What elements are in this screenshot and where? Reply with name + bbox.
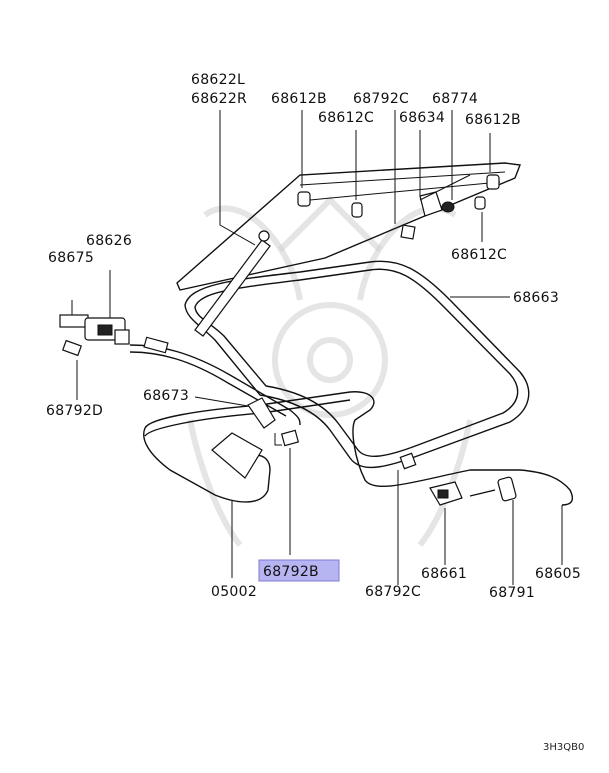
label-68634[interactable]: 68634 bbox=[399, 110, 445, 126]
rubber-stopper-68612B-right bbox=[486, 133, 500, 190]
bolt-68792C-bottom bbox=[397, 452, 417, 585]
label-68792B[interactable]: 68792B bbox=[263, 564, 319, 580]
diagram-reference-code: 3H3QB0 bbox=[543, 742, 584, 753]
opener-cable bbox=[129, 336, 301, 426]
trunk-lock-68661 bbox=[429, 481, 463, 565]
label-68605[interactable]: 68605 bbox=[535, 566, 581, 582]
cable-end-68791 bbox=[469, 476, 517, 585]
latch-striker-68634 bbox=[419, 130, 471, 217]
label-68626[interactable]: 68626 bbox=[86, 233, 132, 249]
label-68622L[interactable]: 68622L bbox=[191, 72, 245, 88]
label-68612B-top-right[interactable]: 68612B bbox=[465, 112, 521, 128]
highlight-box-68792B bbox=[258, 559, 340, 582]
label-68612C-top[interactable]: 68612C bbox=[318, 110, 374, 126]
label-68661[interactable]: 68661 bbox=[421, 566, 467, 582]
fuel-lid-05002 bbox=[211, 432, 263, 479]
rubber-stopper-68612B-left bbox=[297, 110, 311, 207]
part-labels: 68622L 68622R 68612B 68792C 68774 68612C… bbox=[46, 72, 581, 601]
watermark-emblem bbox=[187, 195, 473, 547]
label-68612C-right[interactable]: 68612C bbox=[451, 247, 507, 263]
lock-assembly-68626 bbox=[59, 270, 130, 345]
label-68675[interactable]: 68675 bbox=[48, 250, 94, 266]
label-68663[interactable]: 68663 bbox=[513, 290, 559, 306]
gas-strut-68622 bbox=[194, 230, 271, 337]
leader-lines bbox=[219, 110, 510, 578]
bolt-68792C-top bbox=[394, 110, 416, 240]
bumper-68774 bbox=[441, 110, 455, 213]
label-68673[interactable]: 68673 bbox=[143, 388, 189, 404]
bolt-68792D bbox=[62, 339, 82, 400]
rubber-stopper-68612C-right bbox=[474, 196, 486, 242]
label-68774[interactable]: 68774 bbox=[432, 91, 478, 107]
label-68792C-bottom[interactable]: 68792C bbox=[365, 584, 421, 600]
label-68792C-top[interactable]: 68792C bbox=[353, 91, 409, 107]
trunk-lid-panel bbox=[176, 162, 521, 291]
bolt-68792B bbox=[274, 429, 300, 555]
label-68622R[interactable]: 68622R bbox=[191, 91, 247, 107]
label-05002[interactable]: 05002 bbox=[211, 584, 257, 600]
rubber-stopper-68612C-left bbox=[351, 130, 363, 218]
label-68612B-top-left[interactable]: 68612B bbox=[271, 91, 327, 107]
hinge-68673 bbox=[194, 396, 276, 429]
label-68791[interactable]: 68791 bbox=[489, 585, 535, 601]
label-68792D[interactable]: 68792D bbox=[46, 403, 103, 419]
